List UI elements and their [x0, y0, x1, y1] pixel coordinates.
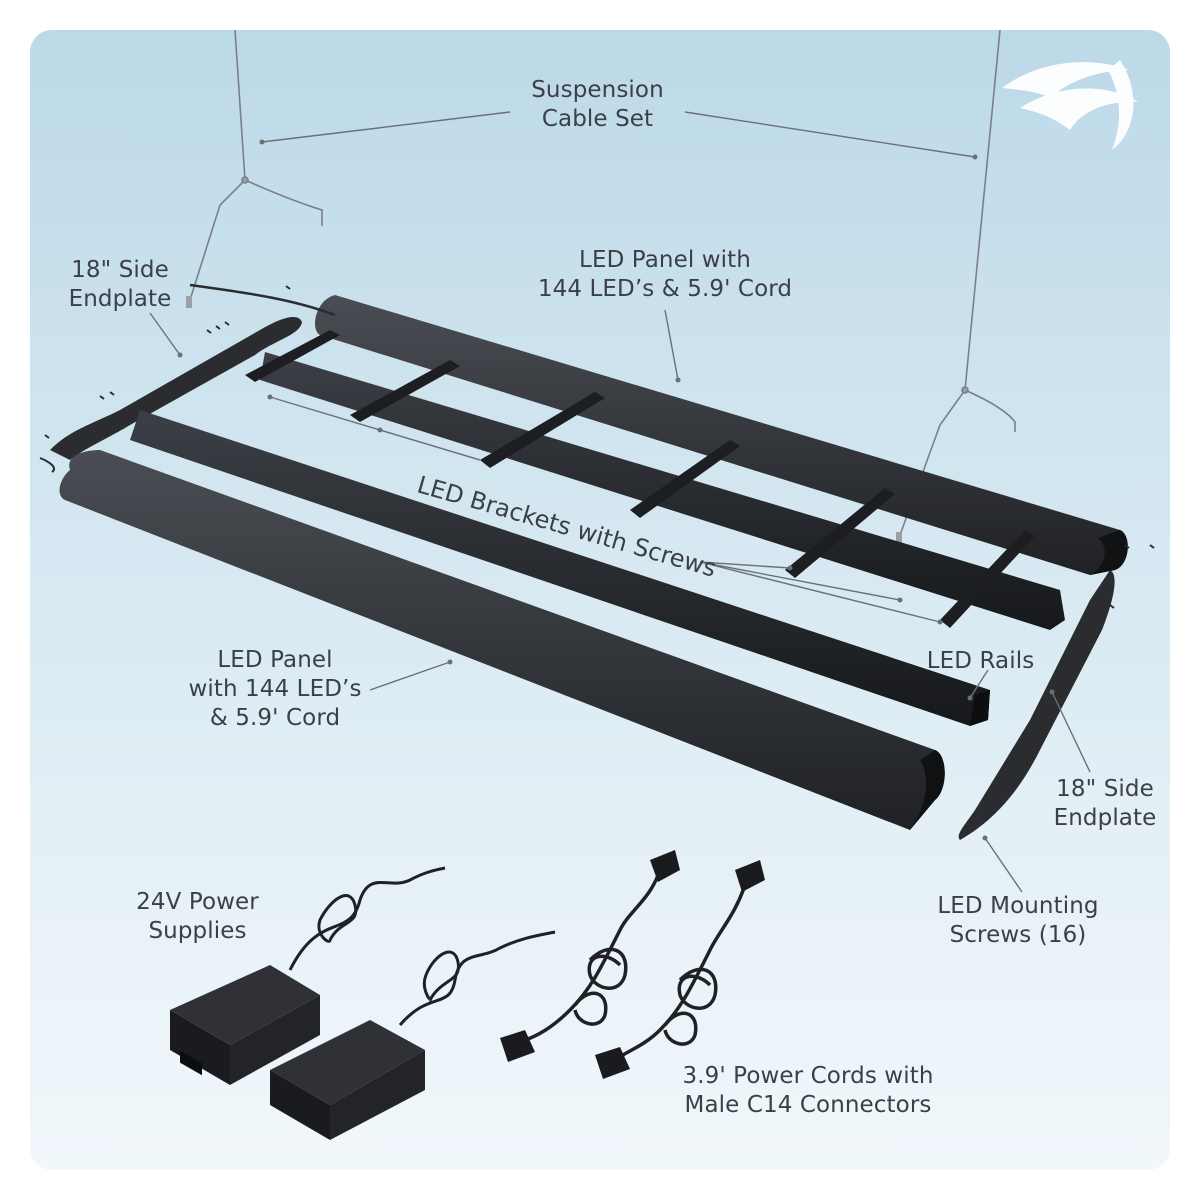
led-brackets [245, 330, 1035, 628]
plug-2 [595, 1047, 630, 1079]
led-mounting-screws [44, 285, 1155, 829]
power-supply-1 [170, 866, 446, 1085]
left-side-endplate [39, 316, 302, 473]
power-cord-2 [617, 884, 747, 1060]
power-cord-1 [524, 869, 662, 1042]
panel-power-cord [189, 283, 336, 317]
plug-1 [500, 1030, 535, 1062]
right-side-endplate [958, 570, 1115, 840]
power-supply-2 [270, 930, 556, 1140]
leader-lines [149, 111, 1091, 893]
top-led-panel [315, 295, 1128, 575]
bottom-led-panel [59, 450, 945, 830]
wave-logo-icon [1002, 60, 1138, 150]
exploded-diagram [30, 30, 1170, 1170]
c14-connector-2 [735, 860, 765, 892]
leader-endpoints [177, 139, 1055, 841]
c14-connector-1 [650, 850, 680, 882]
label-led-rails: LED Rails [926, 648, 1035, 674]
